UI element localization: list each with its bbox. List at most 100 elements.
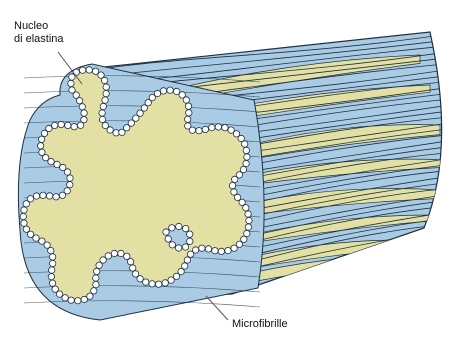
microfibril-bead — [149, 281, 155, 287]
microfibril-bead — [60, 164, 66, 170]
microfibril-bead — [73, 69, 79, 75]
microfibril-bead — [246, 217, 252, 223]
microfibril-bead — [102, 97, 108, 103]
microfibril-bead — [23, 226, 29, 232]
microfibril-bead — [231, 245, 237, 251]
microfibril-bead — [186, 110, 192, 116]
microfibril-bead — [52, 122, 58, 128]
microfibril-bead — [54, 161, 60, 167]
microfibril-bead — [225, 247, 231, 253]
microfibril-bead — [183, 225, 189, 231]
microfibril-bead — [124, 253, 130, 259]
microfibril-bead — [111, 250, 117, 256]
microfibril-bead — [50, 260, 56, 266]
microfibril-bead — [187, 238, 193, 244]
microfibril-bead — [160, 88, 166, 94]
elastin-core-label-line1: Nucleo — [14, 20, 64, 33]
microfibril-bead — [99, 110, 105, 116]
microfibril-bead — [20, 213, 26, 219]
microfibril-bead — [21, 207, 27, 213]
microfibril-bead — [209, 124, 215, 130]
microfibril-bead — [93, 281, 99, 287]
microfibril-bead — [68, 297, 74, 303]
microfibril-bead — [65, 122, 71, 128]
microfibril-bead — [169, 225, 175, 231]
microfibril-bead — [199, 245, 205, 251]
microfibril-bead — [162, 280, 168, 286]
microfibril-bead — [48, 274, 54, 280]
microfibril-bead — [118, 250, 124, 256]
microfibril-bead — [40, 192, 46, 198]
microfibril-bead — [46, 193, 52, 199]
microfibril-bead — [154, 90, 160, 96]
microfibril-bead — [244, 154, 250, 160]
microfibril-bead — [99, 116, 105, 122]
microfibril-bead — [68, 80, 74, 86]
microfibril-bead — [218, 248, 224, 254]
microfibril-bead — [75, 298, 81, 304]
microfibril-bead — [243, 205, 249, 211]
microfibril-bead — [189, 127, 195, 133]
microfibril-bead — [96, 262, 102, 268]
microfibril-bead — [39, 149, 45, 155]
microfibril-bead — [165, 236, 171, 242]
microfibril-bead — [94, 268, 100, 274]
microfibril-bead — [168, 277, 174, 283]
elastin-core-label: Nucleo di elastina — [14, 20, 64, 46]
microfibril-bead — [73, 92, 79, 98]
microfibril-bead — [132, 271, 138, 277]
microfibril-bead — [37, 143, 43, 149]
microfibril-bead — [67, 175, 73, 181]
microfibril-bead — [182, 263, 188, 269]
microfibril-bead — [185, 103, 191, 109]
microfibril-bead — [244, 230, 250, 236]
microfibril-bead — [229, 182, 235, 188]
microfibril-bead — [185, 116, 191, 122]
microfibril-bead — [212, 248, 218, 254]
microfibril-bead — [175, 245, 181, 251]
microfibril-bead — [81, 296, 87, 302]
microfibrils-label: Microfibrille — [232, 318, 288, 331]
microfibril-bead — [53, 194, 59, 200]
elastin-core-label-line2: di elastina — [14, 33, 64, 46]
microfibril-bead — [215, 124, 221, 130]
microfibril-bead — [243, 160, 249, 166]
microfibril-bead — [79, 67, 85, 73]
microfibril-bead — [27, 196, 33, 202]
microfibril-bead — [187, 251, 193, 257]
microfibril-bead — [100, 103, 106, 109]
microfibril-bead — [81, 117, 87, 123]
microfibril-bead — [169, 242, 175, 248]
microfibril-bead — [205, 246, 211, 252]
microfibril-bead — [49, 267, 55, 273]
microfibril-bead — [107, 127, 113, 133]
microfibril-bead — [183, 97, 189, 103]
microfibril-bead — [184, 257, 190, 263]
microfibril-bead — [103, 90, 109, 96]
microfibril-bead — [79, 104, 85, 110]
microfibril-bead — [176, 223, 182, 229]
microfibril-bead — [182, 244, 188, 250]
microfibril-bead — [245, 224, 251, 230]
microfibril-bead — [101, 77, 107, 83]
microfibril-label-leader — [206, 296, 228, 320]
microfibril-bead — [38, 136, 44, 142]
microfibril-bead — [21, 220, 27, 226]
microfibril-bead — [103, 84, 109, 90]
microfibril-bead — [46, 125, 52, 131]
microfibril-bead — [58, 121, 64, 127]
microfibril-bead — [33, 193, 39, 199]
microfibril-bead — [167, 87, 173, 93]
microfibril-bead — [93, 275, 99, 281]
microfibril-bead — [52, 286, 58, 292]
microfibril-bead — [187, 231, 193, 237]
microfibril-bead — [67, 182, 73, 188]
microfibril-bead — [130, 265, 136, 271]
fiber-cross-section — [18, 64, 264, 320]
microfibril-bead — [39, 238, 45, 244]
microfibril-bead — [81, 110, 87, 116]
microfibril-bead — [242, 141, 248, 147]
microfibril-bead — [222, 125, 228, 131]
